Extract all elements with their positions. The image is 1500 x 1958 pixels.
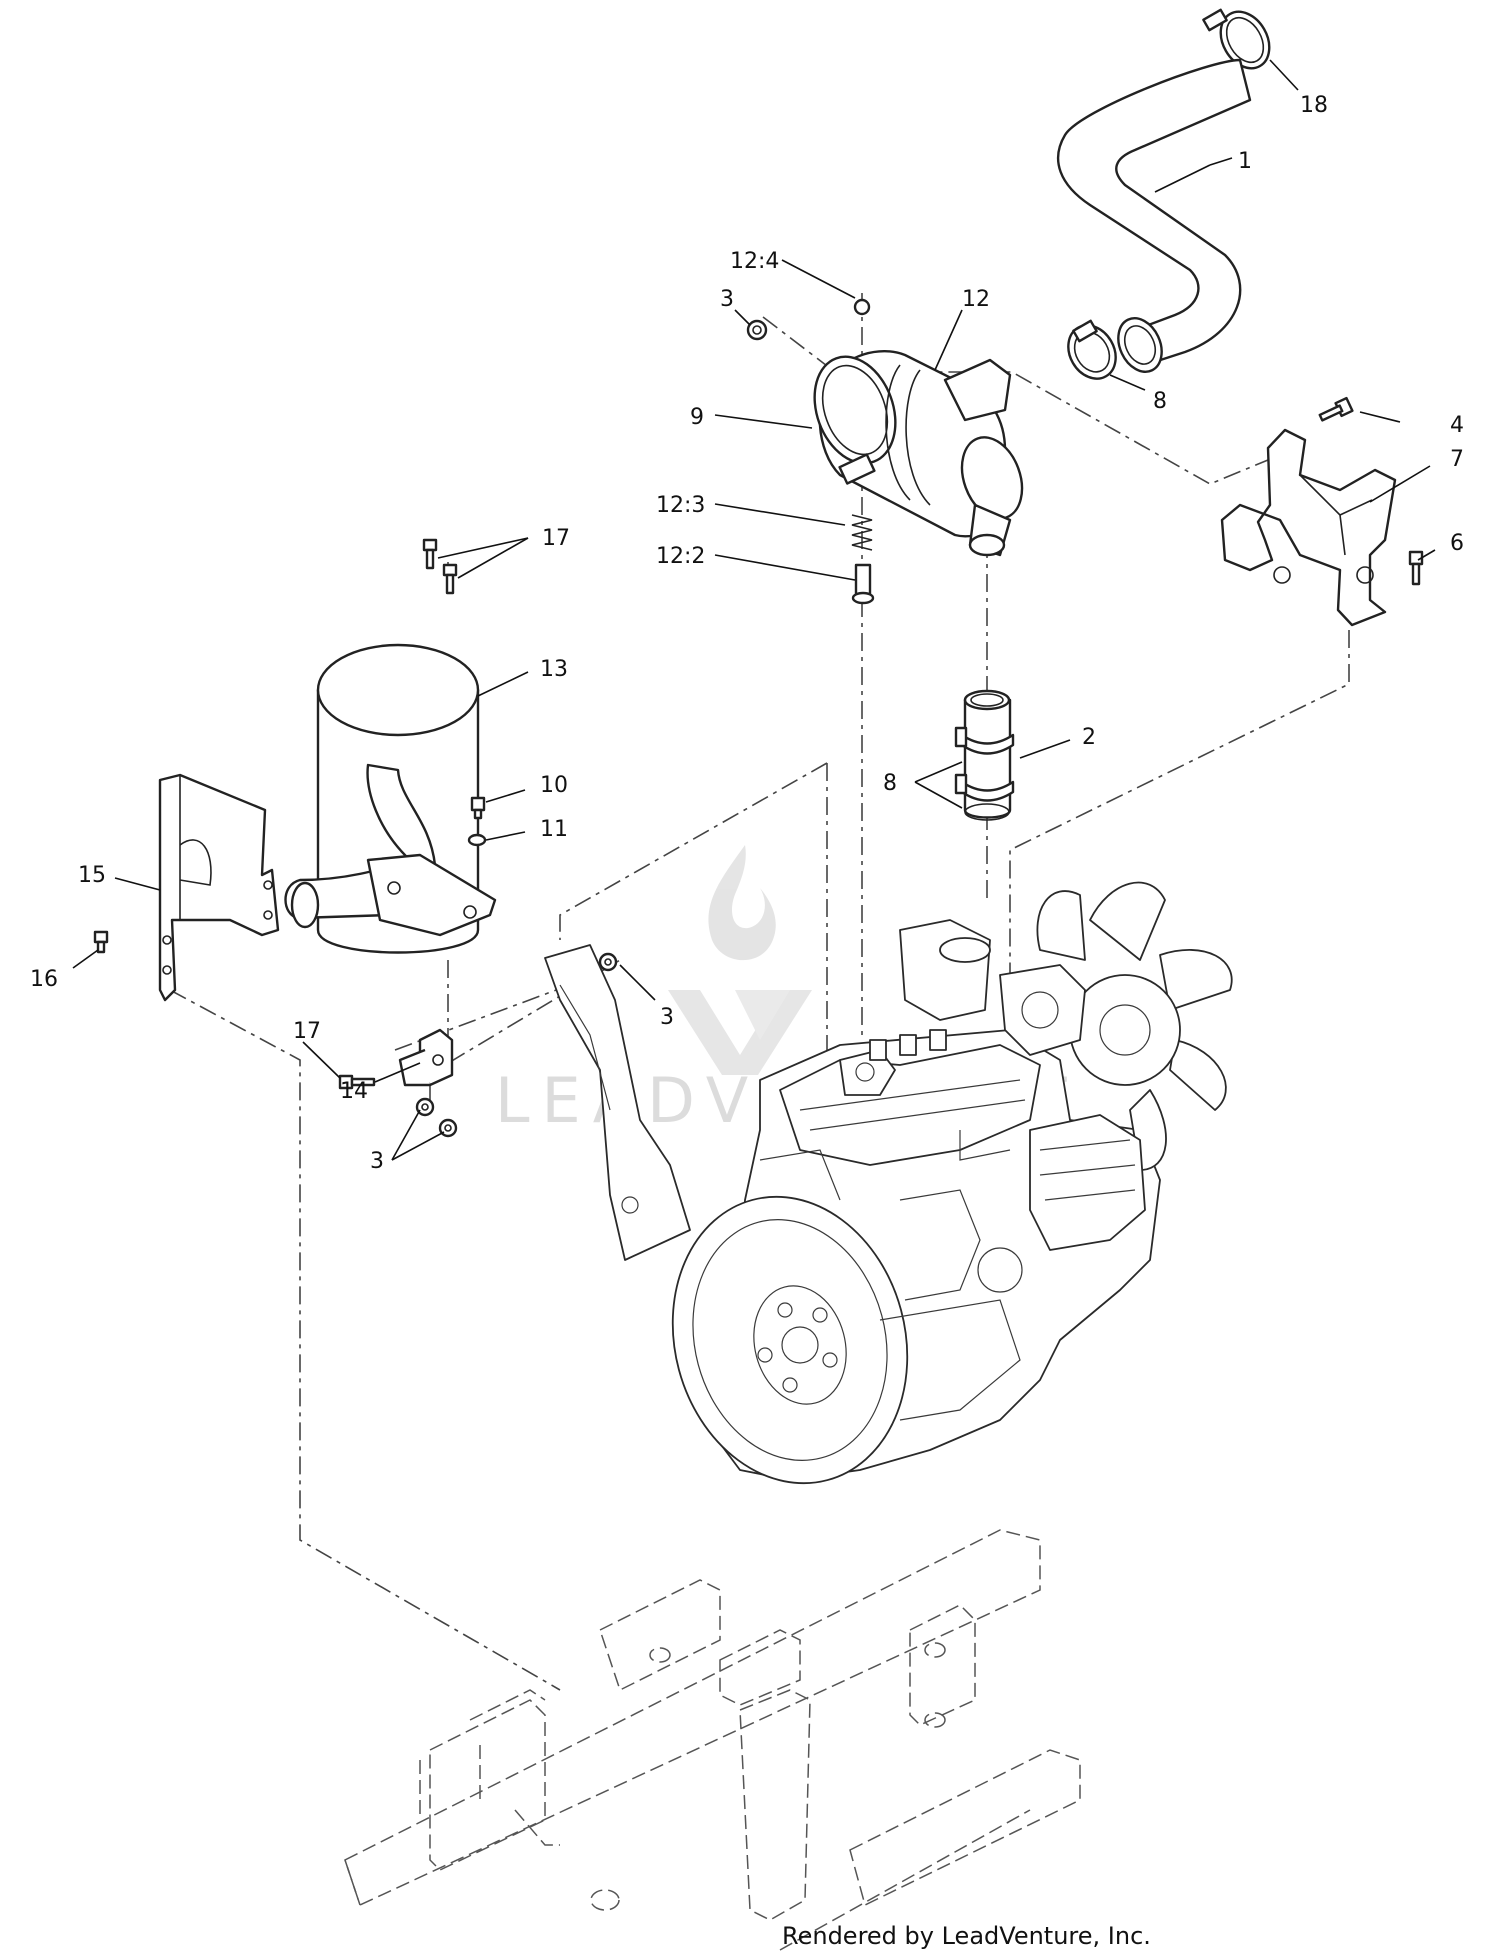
callout-4: 4: [1450, 413, 1464, 438]
hose-clamp-8-lower-top: [954, 726, 1015, 755]
callout-17-upper: 17: [542, 526, 570, 551]
chassis-frame: [344, 1529, 1081, 1951]
nut-12-4: [853, 298, 871, 316]
callout-12-4: 12:4: [730, 249, 779, 274]
callout-10: 10: [540, 773, 568, 798]
leader-lines: [72, 59, 1436, 1161]
callout-16: 16: [30, 967, 58, 992]
callout-12: 12: [962, 287, 990, 312]
hose-clamp-8-lower-bottom: [954, 773, 1015, 802]
hose-clamp-18: [1202, 8, 1271, 70]
callout-11: 11: [540, 817, 568, 842]
bolt-16: [93, 930, 109, 954]
footer-credit: Rendered by LeadVenture, Inc.: [782, 1922, 1151, 1950]
flange-nut-3-lower-left: [415, 1097, 435, 1117]
valve-12-2: [851, 563, 875, 605]
muffler-13: [284, 643, 497, 954]
bolt-10: [470, 796, 486, 820]
callout-17-lower: 17: [293, 1019, 321, 1044]
callout-3-upper: 3: [720, 287, 734, 312]
hose-clamp-8-upper: [1067, 319, 1117, 380]
callout-6: 6: [1450, 531, 1464, 556]
bolt-6: [1408, 550, 1424, 586]
flange-nut-3-middle: [598, 952, 618, 972]
callout-8-upper: 8: [1153, 389, 1167, 414]
callout-15: 15: [78, 863, 106, 888]
callout-3-middle: 3: [660, 1005, 674, 1030]
flange-nut-3-upper: [746, 319, 768, 341]
callout-1: 1: [1238, 149, 1252, 174]
callout-12-2: 12:2: [656, 544, 705, 569]
callout-2: 2: [1082, 725, 1096, 750]
callout-labels: 18 1 12:4 3 12 9 8 4 7 12:3 6 12:2 17 13…: [30, 93, 1464, 1174]
callout-7: 7: [1450, 447, 1464, 472]
callout-12-3: 12:3: [656, 493, 705, 518]
mounting-bracket-7: [1220, 428, 1397, 627]
air-cleaner-12: [813, 350, 1024, 557]
callout-9: 9: [690, 405, 704, 430]
washer-11: [467, 833, 487, 847]
engine-mount-plate: [544, 944, 691, 1261]
spring-12-3: [851, 514, 873, 551]
callout-14: 14: [340, 1079, 368, 1104]
bolt-17-upper-right: [442, 563, 458, 595]
callout-8-lower: 8: [883, 771, 897, 796]
callout-3-lower: 3: [370, 1149, 384, 1174]
muffler-bracket-14: [398, 1028, 454, 1087]
bolt-4: [1318, 396, 1354, 422]
bolt-17-lower: [338, 1074, 376, 1090]
callout-13: 13: [540, 657, 568, 682]
intake-hose-1: [1056, 58, 1252, 373]
callout-18: 18: [1300, 93, 1328, 118]
bolt-17-upper-left: [422, 538, 438, 570]
heat-shield-15: [158, 773, 280, 1002]
engine: [671, 881, 1233, 1485]
